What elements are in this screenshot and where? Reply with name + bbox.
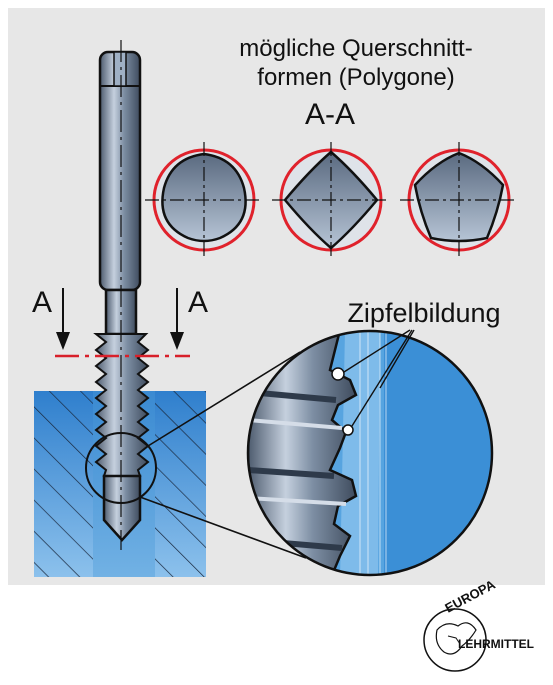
callout-label: Zipfelbildung [347, 298, 500, 328]
cross-section-pentagonal [400, 142, 518, 258]
section-arrow-right [170, 288, 184, 350]
cut-label-right: A [188, 286, 208, 319]
cut-label-left: A [32, 286, 52, 319]
callout-leaders [343, 329, 415, 427]
title-line-1: mögliche Querschnitt- [239, 35, 472, 62]
zoom-connector-bottom [139, 496, 307, 559]
tap-tool [93, 40, 150, 550]
section-label: A-A [305, 98, 355, 131]
logo-line-2: LEHRMITTEL [458, 637, 534, 651]
europa-lehrmittel-logo: EUROPA LEHRMITTEL [423, 576, 534, 672]
section-arrow-left [56, 288, 70, 350]
cross-section-square [272, 142, 390, 258]
zoom-detail [246, 329, 494, 577]
cross-section-triangular [145, 142, 263, 258]
detail-circle [85, 432, 157, 504]
zoom-connector-top [147, 351, 301, 447]
title-line-2: formen (Polygone) [257, 64, 454, 91]
